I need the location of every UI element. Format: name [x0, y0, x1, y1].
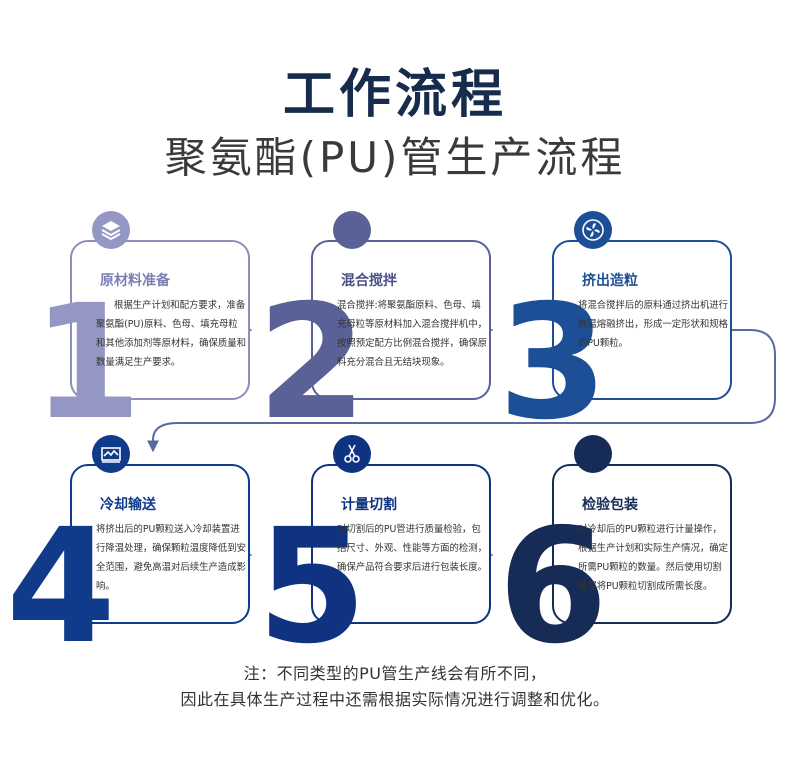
- footnote-line-2: 因此在具体生产过程中还需根据实际情况进行调整和优化。: [180, 690, 610, 709]
- step-icon-circle: [92, 211, 130, 249]
- step-card: [70, 240, 250, 400]
- layers-icon: [101, 221, 121, 241]
- step-card: [70, 464, 250, 624]
- connector-3-4: [147, 329, 776, 453]
- page-subtitle: 聚氨酯(PU)管生产流程: [164, 133, 626, 182]
- step-description: 对冷却后的PU颗粒进行计量操作，根据生产计划和实际生产情况，确定所需PU颗粒的数…: [578, 524, 729, 592]
- step-icon-circle: [333, 211, 371, 249]
- step-title: 原材料准备: [100, 273, 170, 289]
- step-icon-circle: [574, 211, 612, 249]
- page-title: 工作流程: [282, 65, 507, 125]
- step-number: 5: [257, 495, 367, 679]
- step-description: 将挤出后的PU颗粒送入冷却装置进行降温处理，确保颗粒温度降低到安全范围，避免高温…: [96, 524, 247, 592]
- step-icon-circle: [574, 435, 612, 473]
- step-title: 挤出造粒: [582, 273, 638, 289]
- footnote-line-1: 注：不同类型的PU管生产线会有所不同，: [243, 664, 547, 683]
- step-number: 2: [257, 271, 367, 455]
- step-description: 根据生产计划和配方要求，准备聚氨酯(PU)原料、色母、填充母粒和其他添加剂等原材…: [96, 300, 247, 368]
- fan-icon: [582, 219, 604, 241]
- step-card: [552, 464, 732, 624]
- cooling-icon: [101, 447, 121, 463]
- step-number: 1: [32, 271, 142, 455]
- step-card: [311, 240, 491, 400]
- step-number: 6: [498, 495, 608, 679]
- step-description: 混合搅拌:将聚氨酯原料、色母、填充母粒等原材料加入混合搅拌机中，按照预定配方比例…: [337, 300, 488, 368]
- step-title: 计量切割: [341, 497, 397, 513]
- step-3: 3 挤出造粒 将混合搅拌后的原料通过挤出机进行高温熔融挤出，形成一定形状和规格的…: [498, 210, 752, 442]
- step-number: 3: [498, 271, 608, 455]
- step-card: [311, 464, 491, 624]
- step-icon-circle: [92, 435, 130, 473]
- step-title: 混合搅拌: [341, 273, 397, 289]
- step-6: 6 检验包装 对冷却后的PU颗粒进行计量操作，根据生产计划和实际生产情况，确定所…: [498, 434, 752, 666]
- step-card: [552, 240, 732, 400]
- step-description: 对切割后的PU管进行质量检验，包括尺寸、外观、性能等方面的检测，确保产品符合要求…: [337, 524, 488, 573]
- step-title: 冷却输送: [100, 497, 156, 513]
- step-1: 1 原材料准备 根据生产计划和配方要求，准备聚氨酯(PU)原料、色母、填充母粒和…: [30, 210, 270, 442]
- step-4: 4 冷却输送 将挤出后的PU颗粒送入冷却装置进行降温处理，确保颗粒温度降低到安全…: [6, 434, 270, 666]
- step-title: 检验包装: [582, 497, 638, 513]
- step-number: 4: [6, 495, 116, 679]
- step-2: 2 混合搅拌 混合搅拌:将聚氨酯原料、色母、填充母粒等原材料加入混合搅拌机中，按…: [257, 210, 511, 442]
- step-icon-circle: [333, 435, 371, 473]
- step-description: 将混合搅拌后的原料通过挤出机进行高温熔融挤出，形成一定形状和规格的PU颗粒。: [578, 300, 729, 349]
- scissors-icon: [344, 444, 360, 463]
- step-5: 5 计量切割 对切割后的PU管进行质量检验，包括尺寸、外观、性能等方面的检测，确…: [257, 434, 511, 666]
